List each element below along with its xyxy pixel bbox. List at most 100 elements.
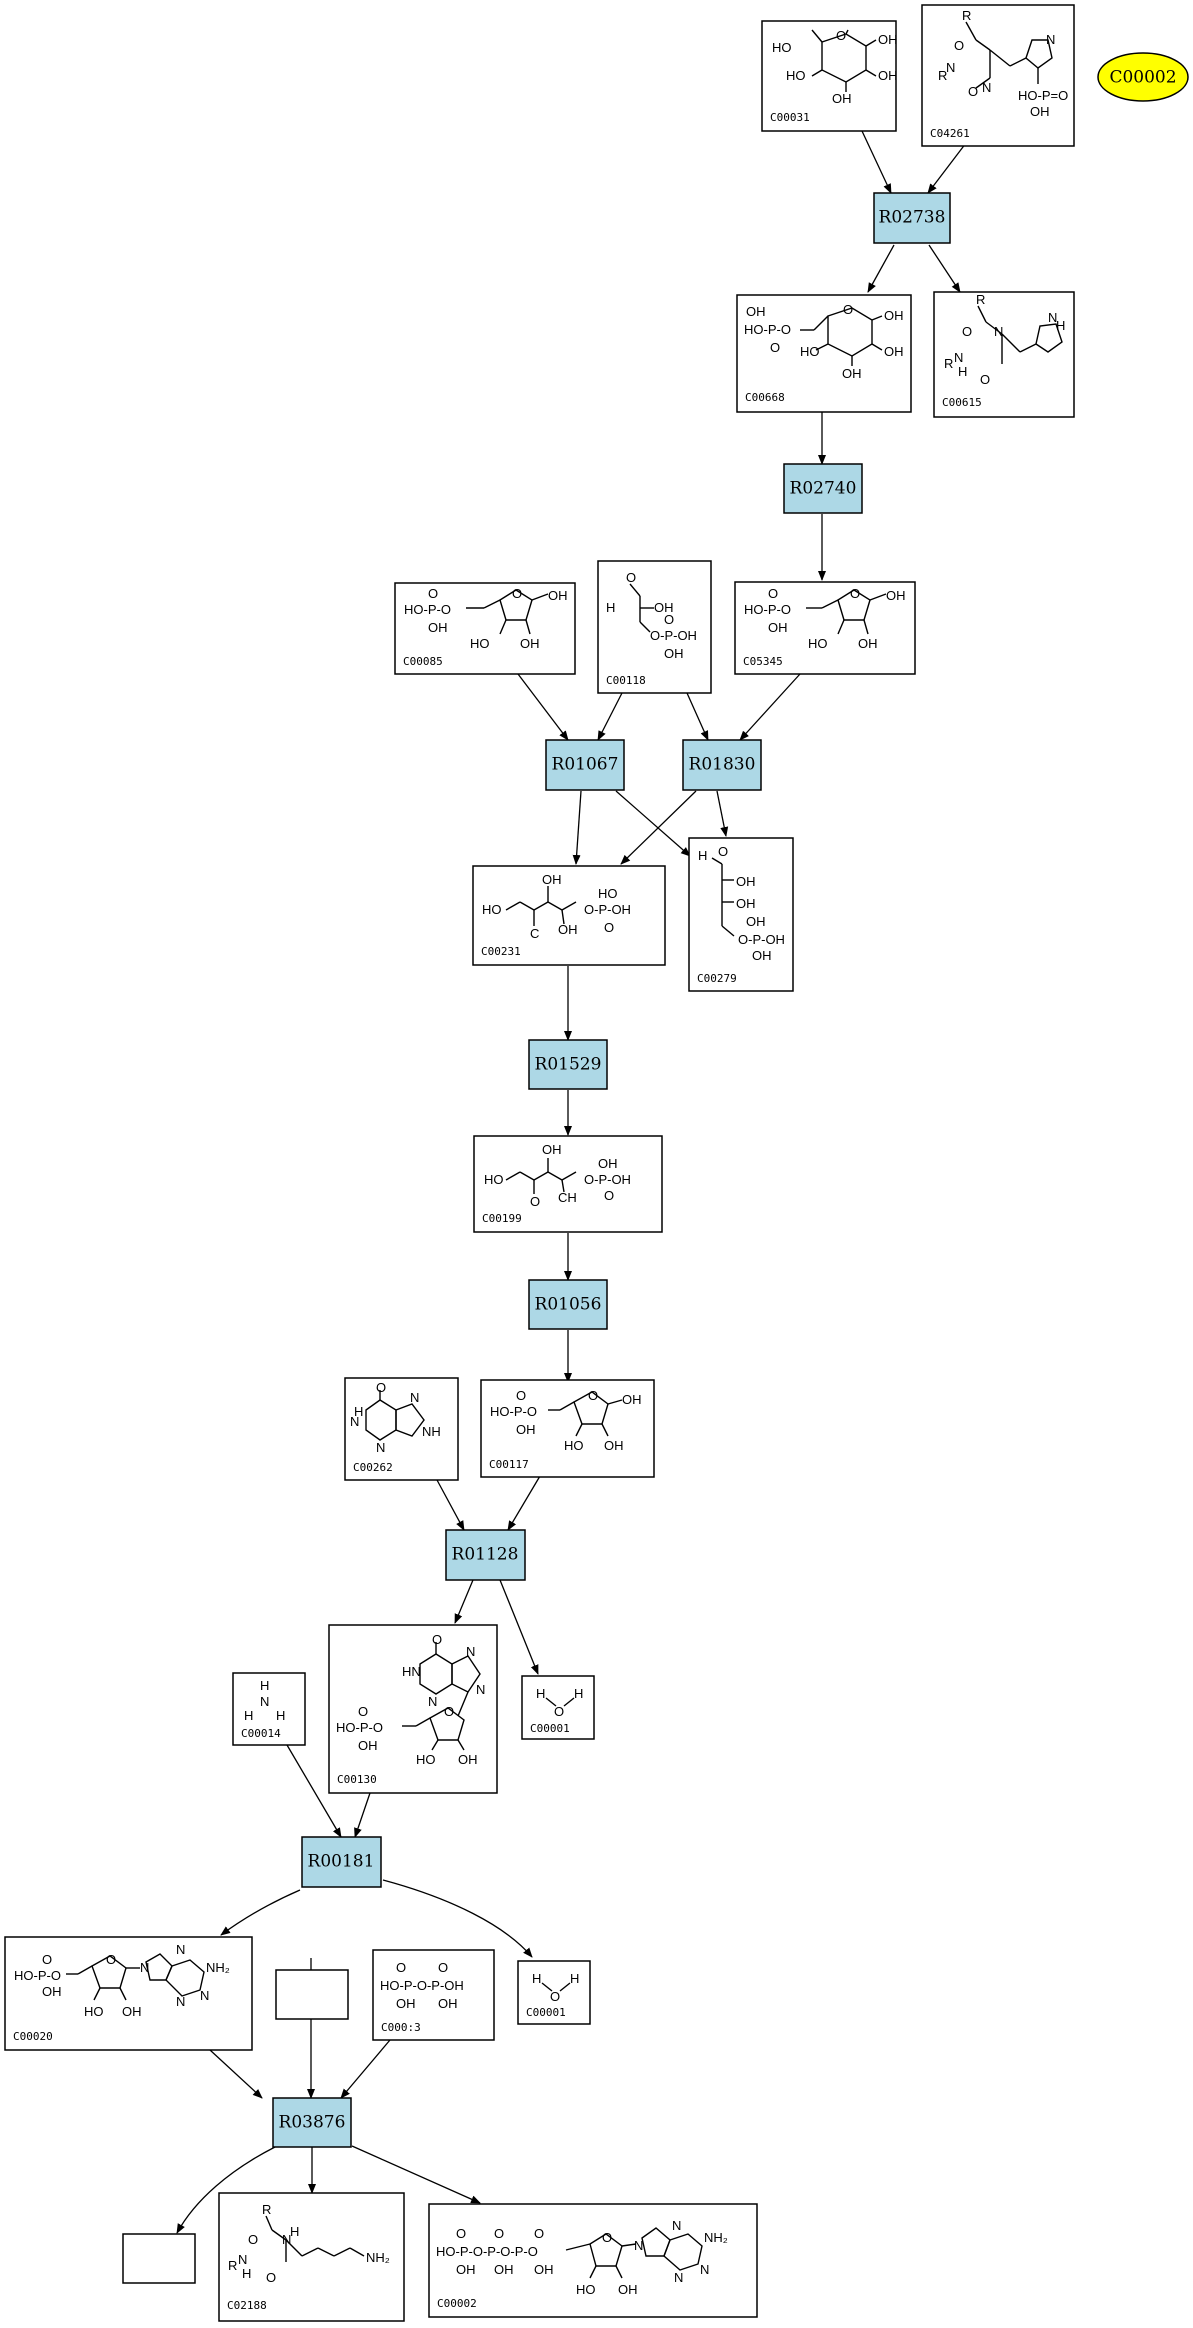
svg-text:N: N — [946, 60, 955, 75]
svg-text:OH: OH — [520, 636, 540, 651]
svg-text:O: O — [626, 570, 636, 585]
svg-text:O: O — [604, 920, 614, 935]
svg-text:OH: OH — [358, 1738, 378, 1753]
svg-text:N: N — [982, 80, 991, 95]
reaction-node-r01529[interactable]: R01529 — [528, 1039, 608, 1090]
svg-text:O: O — [266, 2270, 276, 2285]
svg-text:H: H — [958, 364, 967, 379]
reaction-node-r01830[interactable]: R01830 — [682, 739, 762, 791]
reaction-node-r01128[interactable]: R01128 — [445, 1529, 526, 1581]
svg-text:O-P-OH: O-P-OH — [584, 1172, 631, 1187]
svg-text:O: O — [494, 2226, 504, 2241]
svg-text:N: N — [954, 350, 963, 365]
svg-text:NH₂: NH₂ — [366, 2250, 390, 2265]
svg-text:HO: HO — [576, 2282, 596, 2297]
compound-node-empty-2[interactable] — [122, 2233, 196, 2284]
svg-text:N: N — [1046, 32, 1055, 47]
reaction-node-r01056[interactable]: R01056 — [528, 1279, 608, 1330]
svg-text:O: O — [516, 1388, 526, 1403]
svg-text:OH: OH — [858, 636, 878, 651]
svg-text:OH: OH — [516, 1422, 536, 1437]
edge — [517, 673, 569, 741]
svg-text:O: O — [664, 612, 674, 627]
svg-text:HO: HO — [772, 40, 792, 55]
svg-text:H: H — [574, 1686, 583, 1701]
svg-text:H: H — [1056, 318, 1065, 333]
svg-text:OH: OH — [832, 91, 852, 106]
svg-text:N: N — [476, 1682, 485, 1697]
reaction-node-r02738[interactable]: R02738 — [873, 192, 951, 244]
svg-text:N: N — [466, 1644, 475, 1659]
compound-id: C00262 — [353, 1461, 393, 1474]
edge — [572, 790, 582, 865]
svg-text:O: O — [954, 38, 964, 53]
reaction-node-r02740[interactable]: R02740 — [783, 463, 863, 514]
highlight-compound-oval[interactable]: C00002 — [1097, 52, 1189, 102]
reaction-node-r01067[interactable]: R01067 — [545, 739, 625, 791]
svg-text:HO-P-O: HO-P-O — [14, 1968, 61, 1983]
reaction-label: R02738 — [879, 208, 946, 228]
svg-text:O: O — [550, 1989, 560, 2004]
svg-text:H: H — [276, 1708, 285, 1723]
edge — [436, 1479, 465, 1531]
svg-text:HO: HO — [484, 1172, 504, 1187]
compound-node-c00001-b[interactable]: HOH C00001 — [517, 1960, 591, 2025]
edge — [597, 692, 623, 741]
reaction-label: R01830 — [689, 755, 756, 775]
reaction-label: R00181 — [308, 1852, 375, 1872]
compound-node-c00001-a[interactable]: HOH C00001 — [521, 1675, 595, 1740]
svg-text:OH: OH — [736, 874, 756, 889]
svg-text:O: O — [42, 1952, 52, 1967]
compound-id: C00117 — [489, 1458, 529, 1471]
svg-text:HO-P-O-P-OH: HO-P-O-P-OH — [380, 1978, 464, 1993]
reaction-node-r03876[interactable]: R03876 — [272, 2097, 352, 2148]
edge — [861, 130, 892, 194]
svg-text:R: R — [944, 356, 953, 371]
edge — [716, 790, 729, 837]
compound-node-empty-1[interactable] — [275, 1969, 349, 2020]
svg-text:O: O — [106, 1952, 116, 1967]
edges — [176, 130, 967, 2234]
compound-id: C00085 — [403, 655, 443, 668]
svg-text:O: O — [604, 1188, 614, 1203]
edge — [928, 244, 961, 293]
svg-text:OH: OH — [842, 366, 862, 381]
compound-id: C00279 — [697, 972, 737, 985]
compound-node-c04261[interactable]: RON RNO NHO-P=OOH C04261 — [921, 4, 1075, 147]
svg-text:HO-P-O: HO-P-O — [744, 602, 791, 617]
svg-text:H: H — [242, 2266, 251, 2281]
svg-text:O: O — [438, 1960, 448, 1975]
edge — [927, 142, 967, 194]
svg-text:O: O — [836, 28, 846, 43]
svg-text:R: R — [938, 68, 947, 83]
reaction-node-r00181[interactable]: R00181 — [301, 1836, 382, 1888]
reaction-label: R01067 — [552, 755, 619, 775]
svg-text:O: O — [512, 586, 522, 601]
svg-text:HO: HO — [598, 886, 618, 901]
svg-text:OH: OH — [746, 304, 766, 319]
svg-text:OH: OH — [884, 344, 904, 359]
svg-text:N: N — [700, 2262, 709, 2277]
compound-id: C00668 — [745, 391, 785, 404]
compound-id: C00130 — [337, 1773, 377, 1786]
